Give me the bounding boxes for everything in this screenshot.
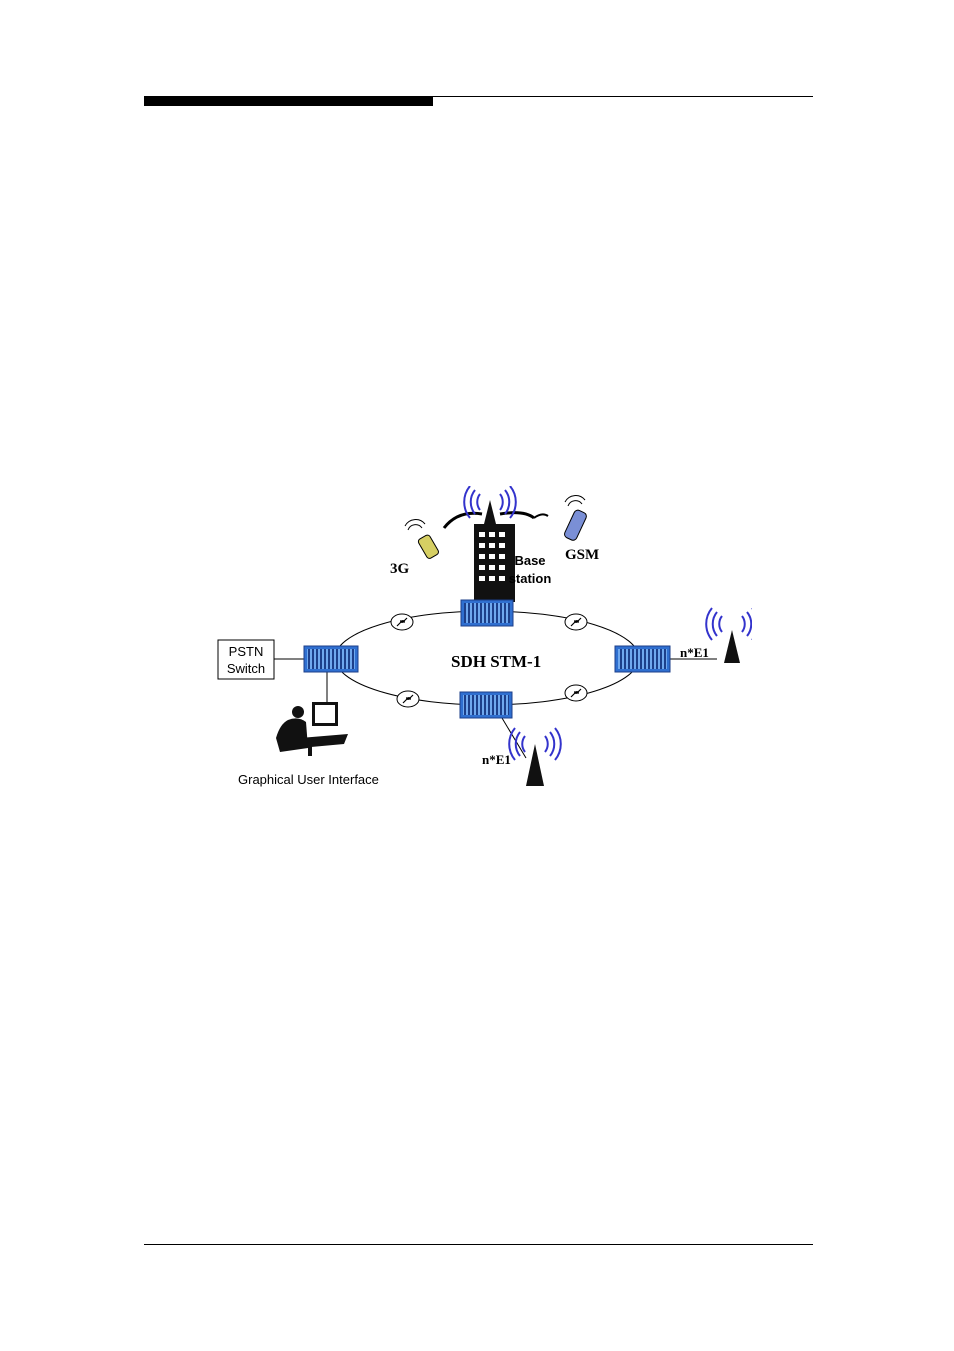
cell-tower-right-icon (724, 630, 740, 663)
ring-repeater-top-left (390, 613, 414, 631)
base-station-label-line1: Base (514, 553, 545, 568)
base-station-label-line2: station (509, 571, 552, 586)
header-rule (144, 96, 813, 97)
sdh-node-left (303, 645, 359, 673)
ring-label: SDH STM-1 (451, 652, 541, 671)
bottom-e1-label: n*E1 (482, 752, 511, 767)
ring-repeater-top-right (564, 613, 588, 631)
base-station-building (442, 500, 549, 602)
cell-tower-bottom-icon (526, 744, 544, 786)
pstn-label-line2: Switch (227, 661, 265, 676)
right-e1-label: n*E1 (680, 645, 709, 660)
ring-repeater-bottom-left (396, 690, 420, 708)
bottom-e1-link (501, 717, 527, 759)
cell-tower-right-waves (705, 607, 752, 641)
mobile-gsm-label: GSM (565, 547, 599, 563)
sdh-network-diagram: PSTN Switch 3G GSM Base station (217, 486, 752, 787)
header-bar-thick (144, 96, 433, 106)
sdh-node-bottom (459, 691, 513, 719)
gui-label: Graphical User Interface (238, 772, 379, 787)
sdh-node-top (460, 599, 514, 627)
sdh-node-right (614, 645, 671, 673)
mobile-3g-icon (404, 519, 439, 559)
mobile-gsm-icon (564, 495, 587, 541)
mobile-3g-label: 3G (390, 561, 410, 577)
footer-rule (144, 1244, 813, 1245)
operator-workstation-icon (276, 702, 348, 756)
ring-repeater-bottom-right (564, 684, 588, 702)
pstn-switch-box (217, 639, 275, 680)
pstn-label-line1: PSTN (229, 644, 264, 659)
